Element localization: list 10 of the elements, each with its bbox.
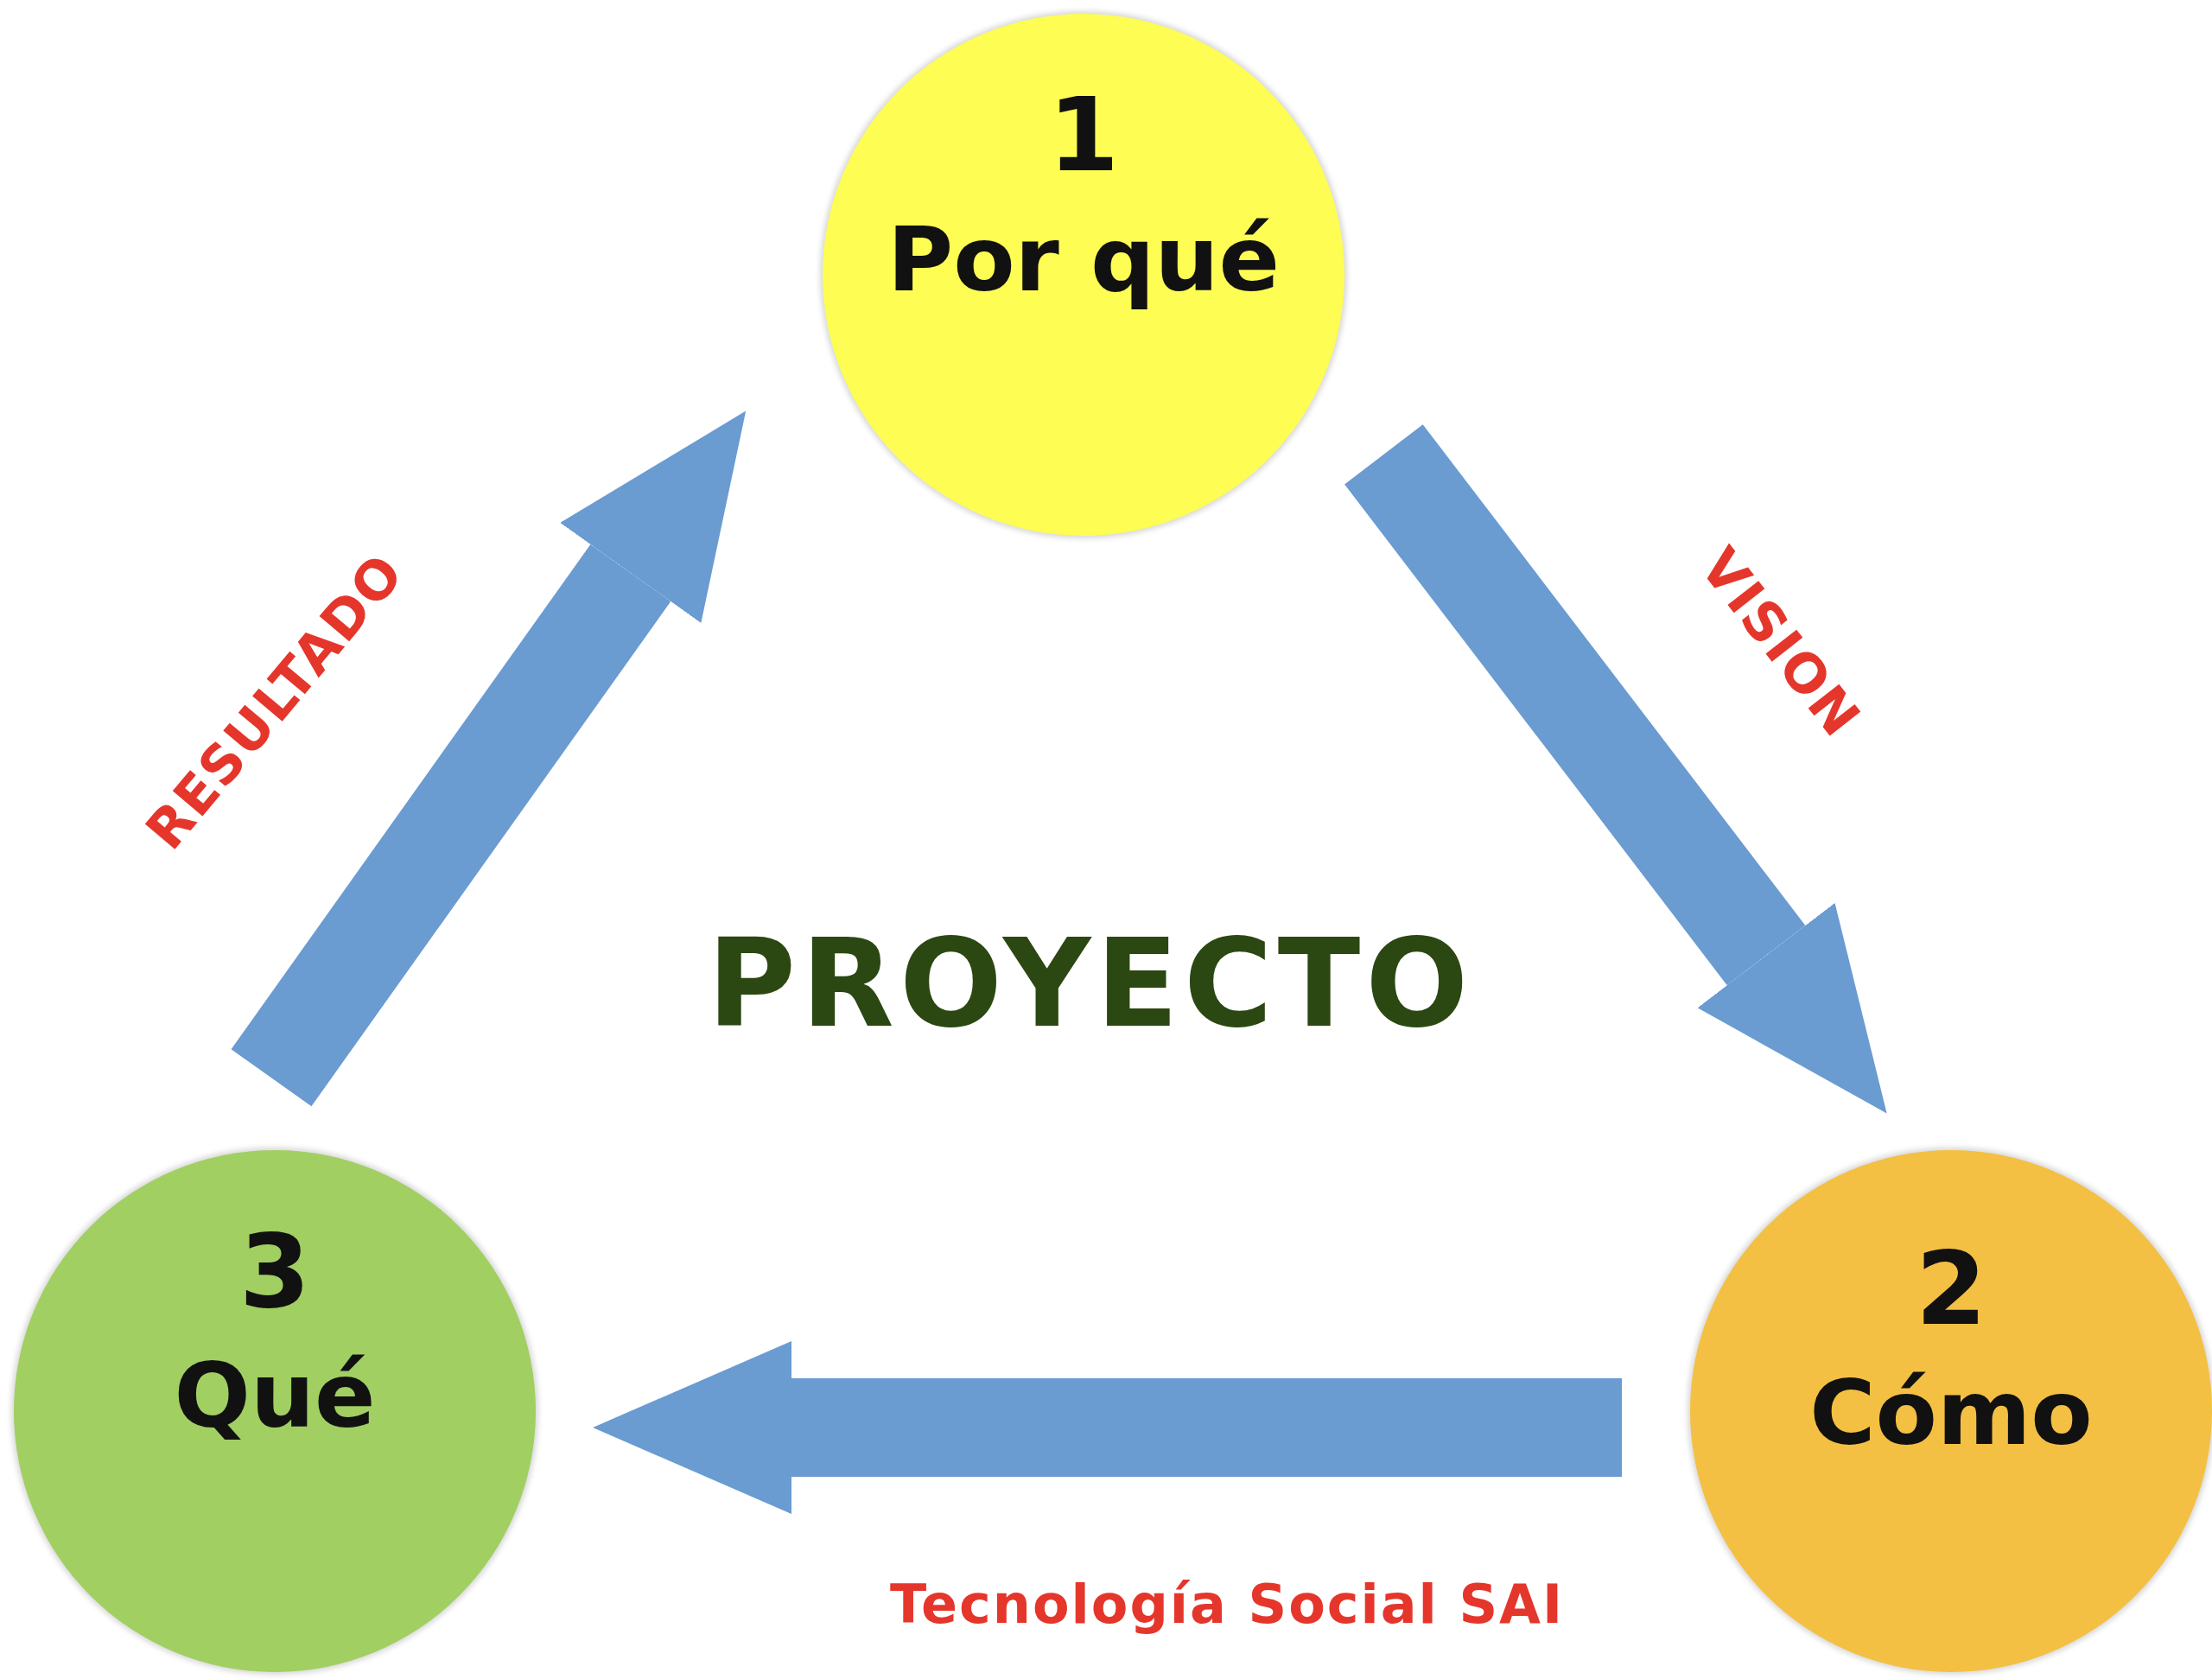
step-title: Qué — [174, 1341, 376, 1450]
step-number: 2 — [1915, 1228, 1987, 1350]
step-title: Por qué — [887, 205, 1281, 314]
step-number: 1 — [1047, 74, 1120, 196]
center-title: PROYECTO — [707, 913, 1474, 1054]
block-arrow — [231, 410, 747, 1107]
block-arrow — [1344, 424, 1887, 1114]
step-title: Cómo — [1809, 1358, 2093, 1467]
step-number: 3 — [238, 1211, 311, 1332]
block-arrow — [593, 1341, 1622, 1514]
